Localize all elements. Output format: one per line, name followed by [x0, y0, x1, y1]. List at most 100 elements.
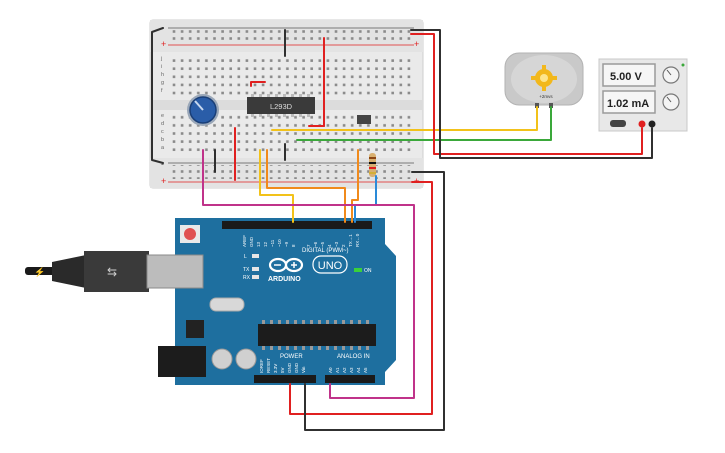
wire-orange-pin4[interactable] — [351, 149, 359, 223]
pin-label-a0: A0 — [328, 367, 333, 373]
usb-cable[interactable]: ⇆ ⚡ — [25, 251, 204, 292]
analog-header-label: ANALOG IN — [337, 354, 370, 360]
power-supply[interactable]: 5.00 V 1.02 mA — [598, 58, 688, 132]
power-header[interactable] — [254, 375, 316, 383]
arduino-uno[interactable]: ⇆ ⚡ — [25, 218, 396, 385]
crystal-oscillator — [209, 297, 245, 312]
wire-black-rail-left[interactable] — [151, 27, 164, 164]
wire-magenta-pot[interactable] — [202, 149, 415, 399]
pin-label-9: ~9 — [284, 241, 289, 247]
rail-plus-top-right: + — [414, 39, 419, 49]
pin-label-4: 4 — [327, 244, 332, 247]
pin-label-a2: A2 — [342, 367, 347, 373]
positive-terminal[interactable] — [638, 120, 646, 128]
potentiometer[interactable] — [187, 94, 219, 126]
on-label: ON — [364, 268, 372, 274]
wire-red-supply[interactable] — [410, 33, 643, 155]
row-letter-f: f — [161, 88, 163, 94]
pin-label-vin: Vin — [301, 366, 306, 373]
led-label-l: L — [244, 254, 247, 260]
pin-label-10: ~10 — [277, 239, 282, 247]
wire-red-chip-vcc[interactable] — [250, 81, 266, 87]
pin-label-5: ~5 — [320, 241, 325, 247]
pin-label-5v: 5V — [280, 367, 285, 373]
rail-plus-bottom: + — [161, 176, 166, 186]
power-header-label: POWER — [280, 354, 303, 360]
dc-motor[interactable]: +2mvs — [504, 52, 584, 108]
rail-plus-top: + — [161, 39, 166, 49]
pin-label-a1: A1 — [335, 367, 340, 373]
pin-label-0: RX←0 — [355, 233, 360, 247]
row-letter-c: c — [161, 129, 164, 135]
pin-label-a5: A5 — [363, 367, 368, 373]
pin-label-aref: AREF — [242, 235, 247, 247]
resistor[interactable] — [369, 153, 376, 177]
pin-label-3: ~3 — [334, 241, 339, 247]
pin-label-a3: A3 — [349, 367, 354, 373]
led-rx-icon — [252, 275, 259, 279]
wire-yellow-pin9[interactable] — [259, 149, 294, 223]
pin-label-a4: A4 — [356, 367, 361, 373]
row-letter-e: e — [161, 113, 164, 119]
pin-label-3v3: 3.3V — [273, 364, 278, 373]
power-switch[interactable] — [610, 120, 626, 127]
wire-green-motor[interactable] — [296, 106, 552, 141]
on-led-icon — [354, 268, 362, 272]
voltage-display: 5.00 V — [610, 71, 642, 83]
atmega-chip — [258, 320, 376, 350]
row-letter-d: d — [161, 121, 164, 127]
analog-header[interactable] — [325, 375, 375, 383]
capacitor-2 — [235, 348, 257, 370]
negative-terminal[interactable] — [648, 120, 656, 128]
row-letter-j: j — [160, 56, 162, 62]
usb-icon: ⇆ — [107, 265, 117, 279]
pin-label-reset: RESET — [266, 358, 271, 373]
led-label-rx: RX — [243, 275, 251, 281]
rail-minus-bottom: - — [161, 159, 164, 169]
pin-label-13: 13 — [256, 241, 261, 247]
voltage-knob[interactable] — [662, 66, 680, 84]
row-letter-b: b — [161, 137, 164, 143]
lightning-icon: ⚡ — [34, 266, 45, 278]
pin-label-12: 12 — [263, 241, 268, 247]
digital-header[interactable] — [222, 221, 372, 229]
wire-red-5v[interactable] — [289, 181, 433, 415]
led-label-tx: TX — [243, 267, 250, 273]
pin-label-7: 7 — [306, 244, 311, 247]
slide-switch[interactable] — [357, 115, 371, 124]
row-letter-i: i — [161, 64, 162, 70]
l293d-chip[interactable]: L293D — [247, 94, 315, 117]
model-label: UNO — [318, 260, 343, 272]
row-letter-h: h — [161, 72, 164, 78]
barrel-jack[interactable] — [158, 346, 206, 377]
pin-label-6: ~6 — [313, 241, 318, 247]
arduino-logo — [268, 257, 304, 273]
row-letter-a: a — [161, 145, 165, 151]
reset-button[interactable] — [180, 225, 200, 243]
current-knob[interactable] — [662, 93, 680, 111]
led-tx-icon — [252, 267, 259, 271]
wire-black-supply[interactable] — [410, 29, 653, 159]
capacitor-1 — [211, 348, 233, 370]
voltage-regulator — [186, 320, 204, 338]
wire-black-gnd[interactable] — [304, 171, 445, 431]
wire-yellow-motor[interactable] — [271, 106, 538, 131]
power-led-icon — [681, 63, 685, 67]
pin-label-gnd: GND — [249, 236, 254, 247]
pin-label-8: 8 — [291, 244, 296, 247]
pin-label-gnd-1: GND — [287, 362, 292, 373]
pin-label-2: 2 — [341, 244, 346, 247]
led-l-icon — [252, 254, 259, 258]
chip-label: L293D — [270, 102, 293, 111]
pin-label-11: ~11 — [270, 239, 275, 247]
pin-label-gnd-2: GND — [294, 362, 299, 373]
digital-header-label: DIGITAL (PWM~) — [302, 248, 349, 254]
pin-label-ioref: IOREF — [259, 359, 264, 373]
breadboard[interactable]: + - + + - + j i h g f e d c b a — [149, 19, 424, 189]
pin-label-1: TX→1 — [348, 234, 353, 247]
row-letter-g: g — [161, 80, 164, 86]
current-display: 1.02 mA — [607, 98, 649, 110]
brand-label: ARDUINO — [268, 276, 301, 283]
motor-label: +2mvs — [539, 94, 553, 99]
